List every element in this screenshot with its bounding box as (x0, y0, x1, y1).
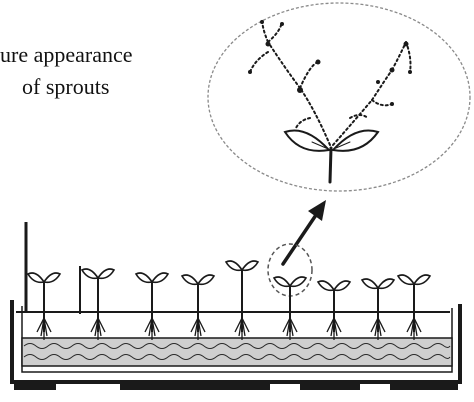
magnified-sprout (248, 18, 412, 182)
seedling (226, 261, 258, 340)
seedling (362, 279, 394, 340)
magnified-view (208, 3, 470, 191)
seedlings (28, 261, 430, 340)
seedling (182, 275, 214, 340)
seedling (82, 269, 114, 340)
soil-layer (22, 338, 452, 366)
seedling (136, 273, 168, 340)
seedling (274, 277, 306, 340)
seedling (28, 273, 60, 340)
seedling (398, 275, 430, 340)
magnify-circle (208, 3, 470, 191)
seedling (318, 281, 350, 340)
arrow (283, 200, 326, 264)
